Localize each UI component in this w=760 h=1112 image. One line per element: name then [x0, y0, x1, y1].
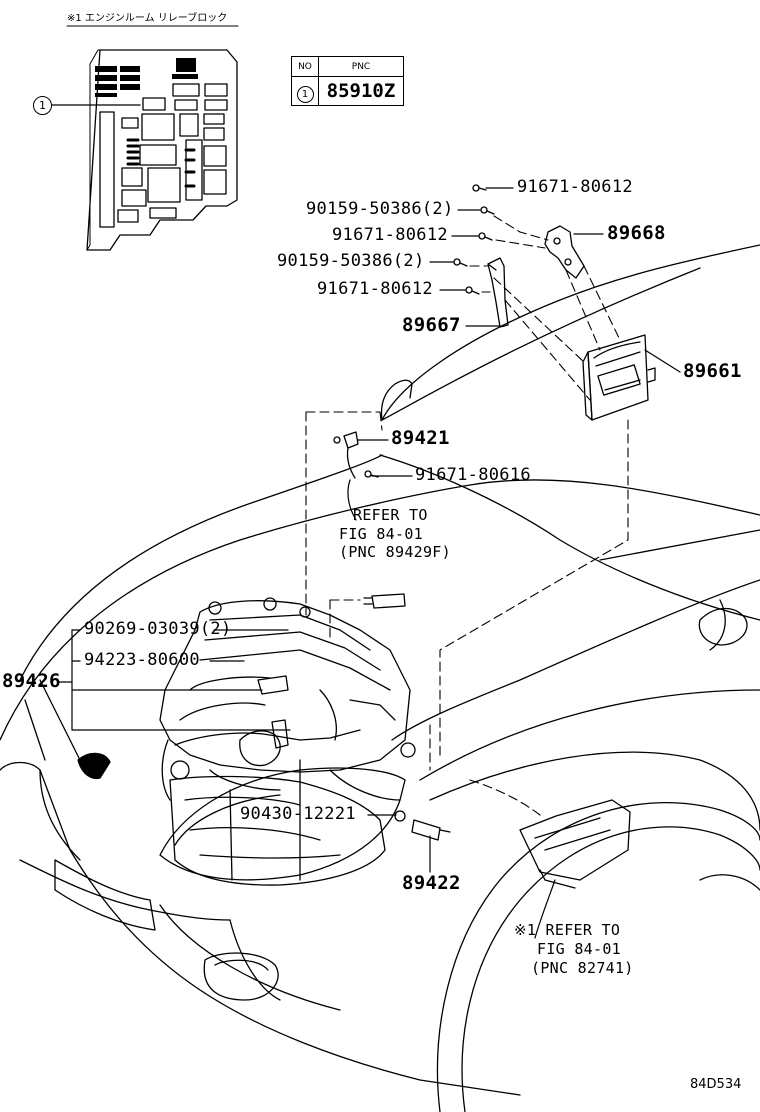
- refer-1-line-3: (PNC 89429F): [339, 543, 451, 561]
- leader-lines: [57, 187, 681, 939]
- pnc-table-header-pnc: PNC: [318, 56, 404, 77]
- pnc-table-cell-no: 1: [291, 76, 319, 106]
- bolt-91671-80612-b: [478, 232, 493, 241]
- refer-1-line-1: REFER TO: [353, 506, 428, 524]
- figure-code: 84D534: [690, 1077, 742, 1092]
- label-90430-12221: 90430-12221: [240, 804, 356, 824]
- bolt-90159-50386-a: [480, 206, 495, 215]
- label-89667: 89667: [402, 314, 461, 336]
- relay-block-inset: [51, 25, 239, 251]
- label-89422: 89422: [402, 872, 461, 894]
- inset-callout-1: 1: [33, 96, 52, 115]
- engine-block: [159, 597, 416, 886]
- label-89421: 89421: [391, 427, 450, 449]
- label-90159-50386-b: 90159-50386(2): [277, 251, 425, 271]
- label-91671-80612-b: 91671-80612: [332, 225, 448, 245]
- label-91671-80612-a: 91671-80612: [517, 177, 633, 197]
- dashed-lines: [305, 215, 629, 816]
- bolt-91671-80612-c: [465, 286, 480, 295]
- refer-2-line-3: (PNC 82741): [531, 959, 634, 977]
- relay-block-caption: ※1 エンジンルーム リレーブロック: [67, 13, 228, 24]
- label-89426: 89426: [2, 670, 61, 692]
- refer-1-line-2: FIG 84-01: [339, 525, 423, 543]
- refer-2-line-2: FIG 84-01: [537, 940, 621, 958]
- label-94223-80600: 94223-80600: [84, 650, 200, 670]
- label-89661: 89661: [683, 360, 742, 382]
- car-body: [0, 244, 760, 1112]
- refer-2-line-1: ※1 REFER TO: [514, 921, 621, 939]
- pnc-table-header-no: NO: [291, 56, 319, 77]
- bolt-90159-50386-b: [453, 258, 468, 267]
- pnc-table: NO PNC 1 85910Z: [291, 56, 404, 106]
- label-91671-80612-c: 91671-80612: [317, 279, 433, 299]
- ecu-assembly: [333, 184, 656, 889]
- label-89668: 89668: [607, 222, 666, 244]
- label-91671-80616: 91671-80616: [415, 465, 531, 485]
- label-90159-50386-a: 90159-50386(2): [306, 199, 454, 219]
- label-90269-03039: 90269-03039(2): [84, 619, 232, 639]
- bolt-91671-80612-a: [472, 184, 487, 192]
- pnc-table-cell-pnc: 85910Z: [318, 76, 404, 106]
